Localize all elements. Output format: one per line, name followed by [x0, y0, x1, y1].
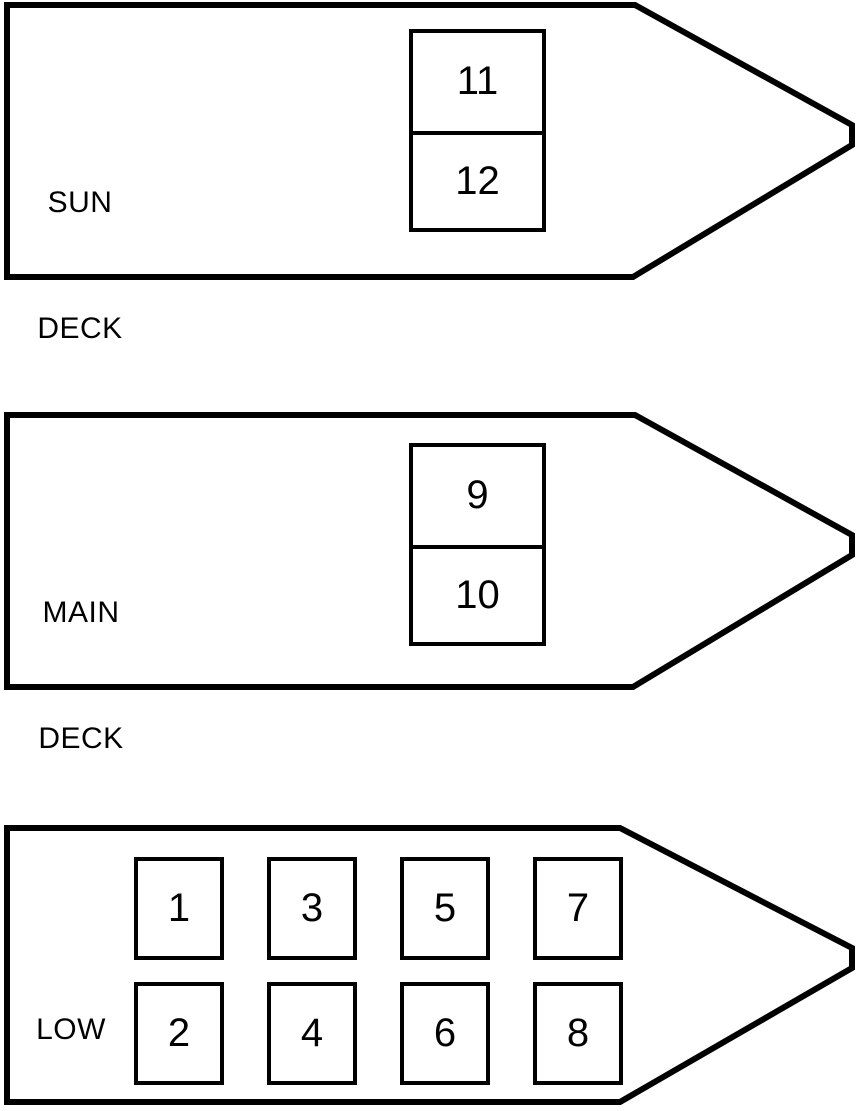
cabin-11[interactable]: 11 [413, 33, 542, 131]
sun-deck-label: SUN DECK [10, 98, 150, 434]
cabin-8[interactable]: 8 [533, 982, 623, 1085]
sun-deck-cabin-block: 11 12 [409, 29, 546, 232]
cabin-2[interactable]: 2 [134, 982, 224, 1085]
cabin-6[interactable]: 6 [400, 982, 490, 1085]
main-deck-label: MAIN DECK [6, 508, 156, 844]
main-deck-label-line1: MAIN [42, 596, 120, 629]
sun-deck-label-line1: SUN [47, 186, 113, 219]
cabin-7[interactable]: 7 [533, 857, 623, 960]
main-deck: MAIN DECK 9 10 [0, 410, 857, 755]
cabin-4[interactable]: 4 [267, 982, 357, 1085]
main-deck-label-line2: DECK [38, 722, 124, 755]
cabin-9[interactable]: 9 [413, 447, 542, 545]
cabin-1[interactable]: 1 [134, 857, 224, 960]
sun-deck-label-line2: DECK [37, 312, 123, 345]
low-deck-label: LOW DECK [6, 925, 136, 1111]
cabin-12[interactable]: 12 [413, 130, 542, 228]
sun-deck: SUN DECK 11 12 [0, 0, 857, 345]
cabin-5[interactable]: 5 [400, 857, 490, 960]
main-deck-cabin-block: 9 10 [409, 443, 546, 646]
cabin-10[interactable]: 10 [413, 544, 542, 642]
cabin-3[interactable]: 3 [267, 857, 357, 960]
low-deck: LOW DECK 1 3 5 7 2 4 6 8 [0, 823, 857, 1111]
low-deck-label-line1: LOW [36, 1013, 106, 1046]
